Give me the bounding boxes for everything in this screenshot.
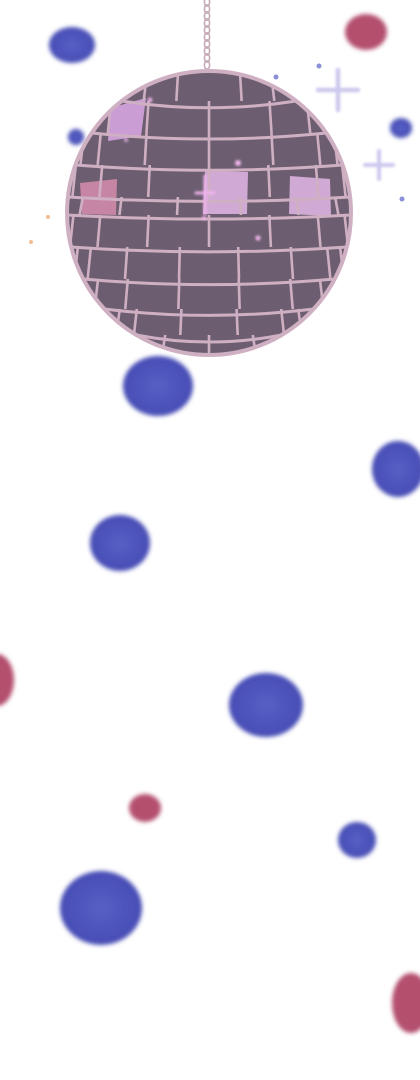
confetti-dot [29, 240, 33, 244]
disco-ball-longitude [96, 132, 103, 166]
chain-link [203, 45, 211, 56]
disco-ball-longitude [175, 196, 180, 216]
disco-ball-longitude [179, 308, 183, 336]
confetti-dot [46, 215, 50, 219]
disco-ball-longitude [132, 308, 139, 336]
blurred-dot-blue [60, 871, 142, 945]
sparkle-icon [315, 67, 361, 113]
disco-ball-longitude [315, 132, 322, 166]
disco-ball-longitude [238, 196, 243, 216]
disco-ball-tiles [80, 98, 331, 216]
disco-ball-longitude [177, 246, 182, 280]
chain-link [203, 52, 211, 63]
sparkle-icon [363, 149, 395, 181]
disco-ball-glints [124, 97, 261, 241]
blurred-dot-blue [316, 63, 322, 69]
chain-link [203, 4, 211, 14]
disco-ball-longitude [123, 278, 130, 310]
blurred-dots-layer [0, 14, 420, 1033]
glint-dot [124, 138, 128, 142]
disco-ball-grid [67, 71, 351, 355]
chain-link [203, 11, 211, 21]
chain-link [203, 0, 211, 7]
disco-ball-longitude [289, 246, 295, 280]
chain-link [203, 17, 211, 28]
disco-ball-longitude [268, 100, 273, 134]
disco-ball-longitude [266, 164, 272, 198]
blurred-dot-blue [123, 356, 193, 416]
disco-ball-longitude [86, 246, 93, 280]
sparkle-glint-icon [194, 174, 216, 216]
disco-ball-longitude [98, 164, 104, 198]
disco-ball-longitude [235, 308, 239, 336]
glint-dot [235, 160, 241, 166]
disco-ball-longitude [177, 278, 181, 310]
disco-ball-longitude [316, 214, 322, 248]
disco-ball-longitude [314, 164, 320, 198]
chain-link [203, 24, 211, 35]
chain-link [203, 31, 211, 42]
disco-ball-longitude [268, 214, 273, 248]
disco-ball-longitude [279, 308, 286, 336]
blurred-dot-blue [390, 118, 412, 138]
blurred-dot-red [0, 654, 14, 706]
blurred-dot-red [392, 973, 420, 1033]
sparkles-layer [315, 67, 395, 181]
disco-ball-longitude [143, 132, 148, 166]
disco-ball-highlight-tile [108, 98, 146, 141]
blurred-dot-blue [399, 196, 405, 202]
disco-ball-latitude [71, 245, 347, 254]
disco-ball-longitude [270, 132, 275, 166]
disco-ball-longitude [96, 214, 102, 248]
blurred-dot-red [129, 794, 161, 822]
blurred-dot-blue [229, 673, 303, 737]
disco-ball-highlight-tile [203, 171, 248, 214]
disco-ball-longitude [146, 164, 152, 198]
blurred-dot-red [345, 14, 387, 50]
disco-ball-longitude [118, 196, 123, 216]
disco-ball-longitude [295, 196, 300, 216]
blurred-dot-blue [90, 515, 150, 571]
disco-ball-longitude [325, 246, 332, 280]
blurred-dot-blue [49, 27, 95, 63]
disco-ball-longitude [236, 246, 241, 280]
blurred-dot-blue [372, 441, 420, 497]
glint-dot [202, 216, 206, 220]
disco-ball-highlight-tile [289, 176, 331, 216]
blurred-dot-blue [338, 822, 376, 858]
disco-ball-longitude [237, 278, 241, 310]
disco-ball-rim [65, 69, 353, 357]
glint-dot [147, 97, 153, 103]
disco-ball-latitude [104, 307, 314, 317]
disco-ball-longitude [123, 246, 129, 280]
disco-ball-longitude [145, 100, 150, 134]
disco-ball-longitude [78, 196, 85, 216]
blurred-dot-blue [68, 129, 84, 145]
blurred-dot-blue [273, 74, 279, 80]
glint-dot [255, 235, 261, 241]
disco-ball-longitude [145, 214, 150, 248]
disco-ball-latitude [67, 195, 351, 203]
disco-ball-highlight-tile [80, 179, 117, 215]
disco-ball-icon [65, 69, 353, 357]
disco-ball-latitude [83, 277, 335, 287]
disco-ball-longitude [288, 278, 295, 310]
disco-ball-longitude [333, 196, 340, 216]
chain-link [203, 38, 211, 49]
